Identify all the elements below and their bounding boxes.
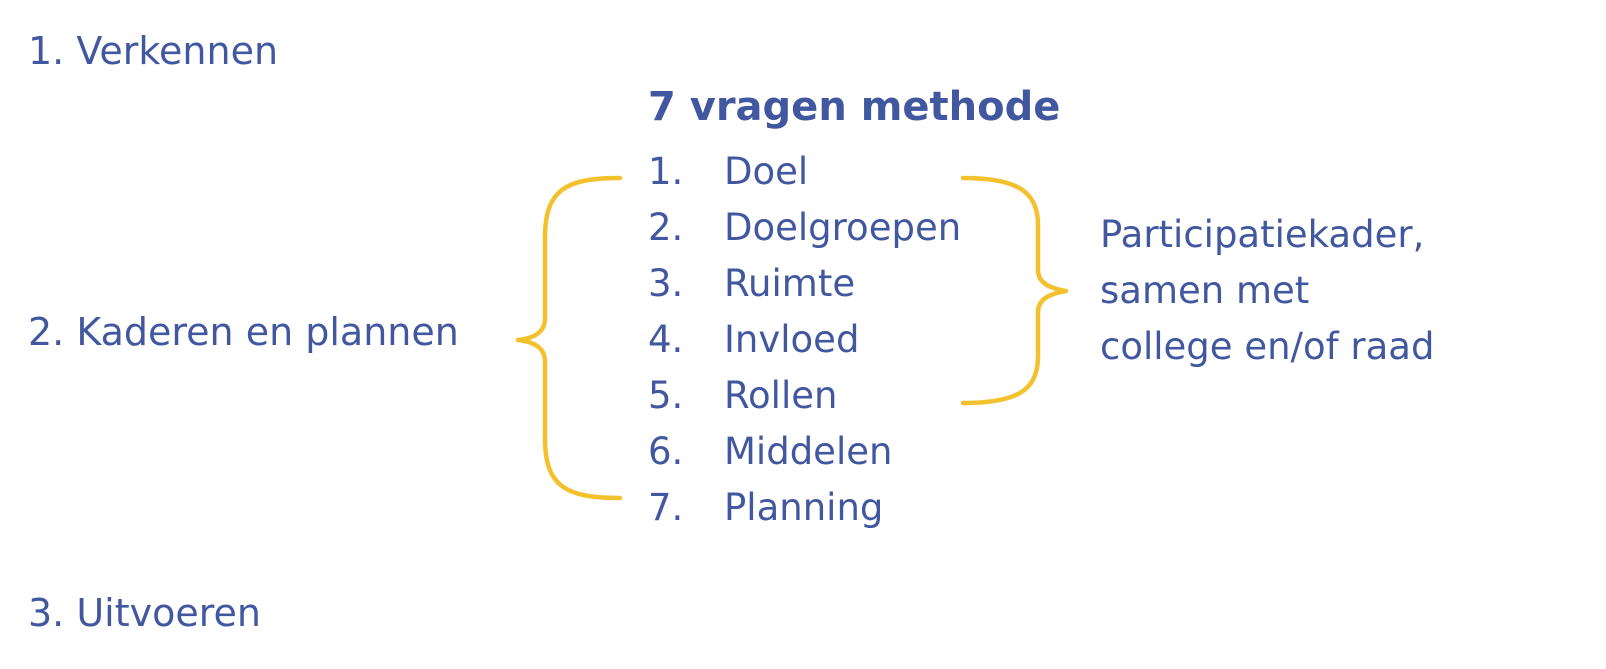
note-line: samen met [1100, 269, 1310, 312]
step-number: 7. [648, 486, 684, 529]
phase-verkennen: 1. Verkennen [28, 29, 279, 73]
step-number: 2. [648, 206, 684, 249]
step-label: Ruimte [724, 262, 856, 305]
step-number: 4. [648, 318, 684, 361]
step-number: 5. [648, 374, 684, 417]
participation-framework-note: Participatiekader, samen met college en/… [1100, 207, 1434, 375]
step-number: 1. [648, 150, 684, 193]
phase-uitvoeren: 3. Uitvoeren [28, 591, 261, 635]
right-curly-brace [960, 175, 1069, 406]
method-step: 1. Doel [648, 144, 961, 200]
method-step: 2. Doelgroepen [648, 200, 961, 256]
step-number: 3. [648, 262, 684, 305]
step-label: Planning [724, 486, 884, 529]
note-line: Participatiekader, [1100, 213, 1425, 256]
method-step: 5. Rollen [648, 368, 961, 424]
left-curly-brace [515, 175, 623, 501]
step-label: Doelgroepen [724, 206, 962, 249]
note-line: college en/of raad [1100, 325, 1435, 368]
phase-kaderen-en-plannen: 2. Kaderen en plannen [28, 310, 459, 354]
method-step: 3. Ruimte [648, 256, 961, 312]
method-title: 7 vragen methode [648, 84, 1061, 130]
method-step: 6. Middelen [648, 424, 961, 480]
step-number: 6. [648, 430, 684, 473]
method-step: 7. Planning [648, 480, 961, 536]
step-label: Rollen [724, 374, 838, 417]
step-label: Doel [724, 150, 809, 193]
method-step: 4. Invloed [648, 312, 961, 368]
step-label: Middelen [724, 430, 893, 473]
step-label: Invloed [724, 318, 860, 361]
method-steps-list: 1.Doel 2.Doelgroepen 3.Ruimte 4.Invloed … [648, 144, 961, 536]
